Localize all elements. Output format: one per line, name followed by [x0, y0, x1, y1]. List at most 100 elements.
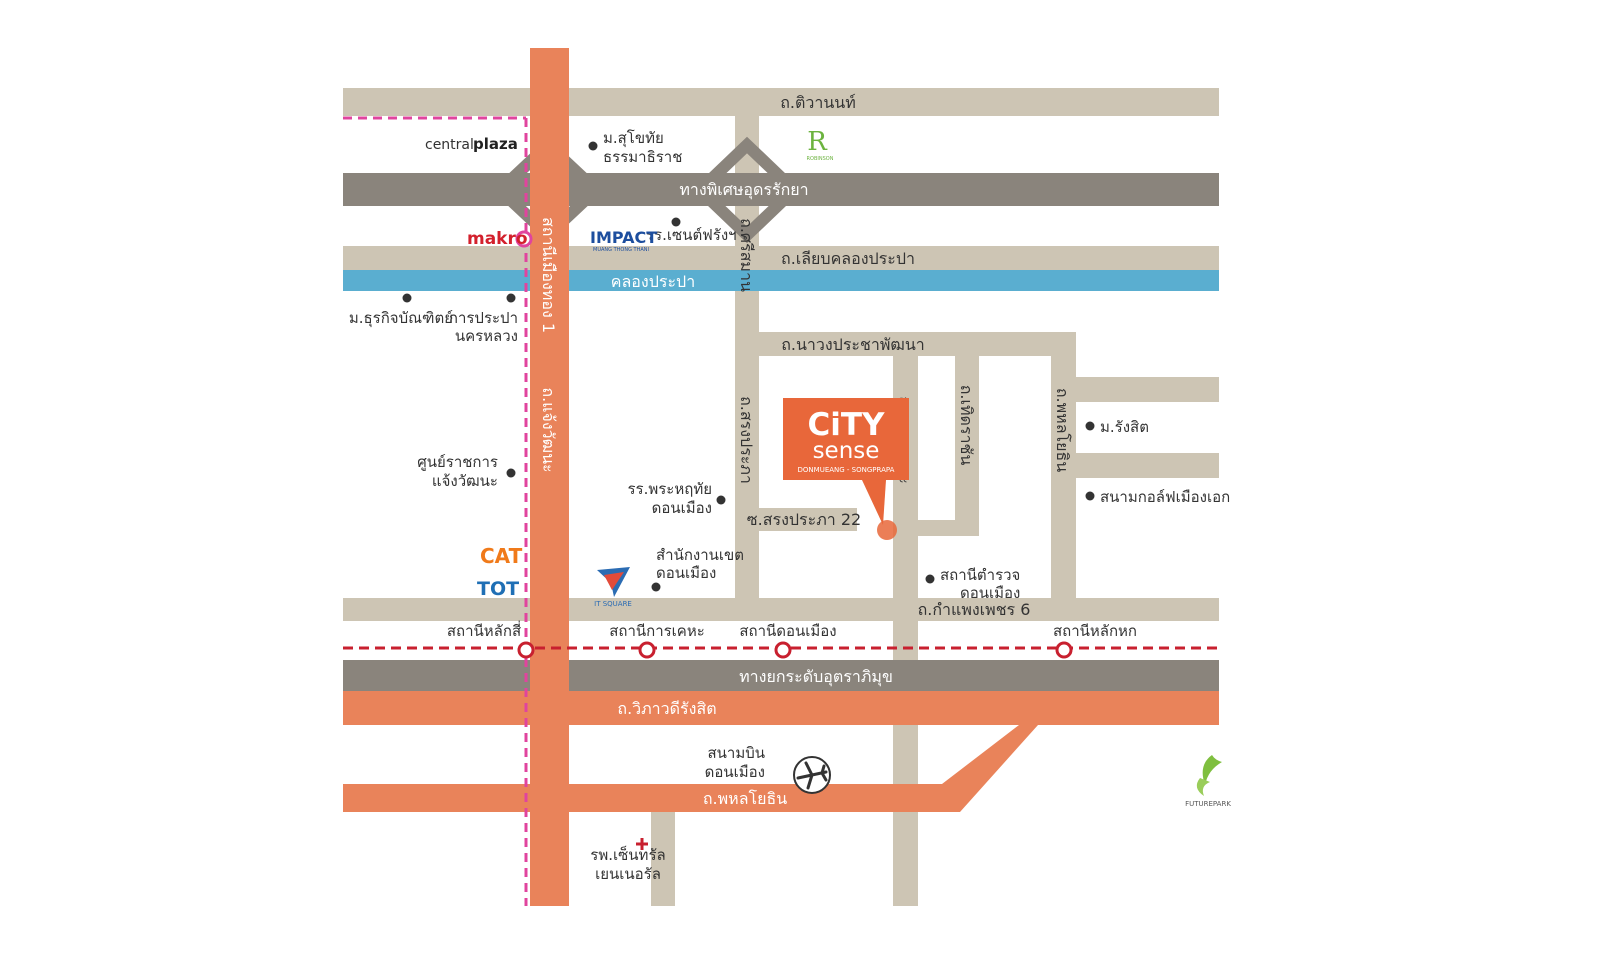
impact-logo-text: IMPACT — [590, 228, 657, 247]
label-canal: คลองประปา — [611, 272, 695, 291]
robinson-logo-text: R — [807, 127, 828, 157]
label-gov-center-2: แจ้งวัฒนะ — [432, 472, 498, 490]
label-tollway: ทางยกระดับอุตราภิมุข — [739, 667, 893, 687]
label-hospital-2: เยนเนอรัล — [595, 865, 661, 883]
label-golf: สนามกอล์ฟเมืองเอก — [1100, 488, 1230, 506]
label-tiwanon: ถ.ติวานนท์ — [780, 93, 856, 112]
label-district-2: ดอนเมือง — [656, 564, 716, 582]
dot-icon — [925, 574, 935, 584]
label-school-2: ดอนเมือง — [652, 499, 712, 517]
label-sukhothai-2: ธรรมาธิราช — [603, 148, 682, 166]
label-police-1: สถานีตำรวจ — [940, 566, 1020, 584]
label-udon-expressway: ทางพิเศษอุดรรักยา — [679, 180, 808, 200]
project-name-top: CiTY — [808, 407, 886, 443]
futurepark-logo-text: FUTUREPARK — [1185, 800, 1231, 808]
label-liap-khlong: ถ.เลียบคลองประปา — [781, 249, 915, 268]
station-ring-icon — [638, 641, 656, 659]
makro-logo: makro — [467, 229, 528, 249]
station-ring-icon — [515, 230, 533, 248]
it-square-logo-text: IT SQUARE — [594, 600, 632, 608]
label-school-1: รร.พระหฤทัย — [627, 480, 712, 498]
road-liap-khlong — [343, 246, 1219, 270]
central-plaza-logo-text-a: central — [425, 137, 474, 153]
canal-prapa — [343, 270, 1219, 291]
label-hospital-1: รพ.เซ็นทรัล — [590, 845, 665, 864]
road-right-spur-lower — [1076, 453, 1219, 478]
label-phahonyothin: ถ.พหลโยธิน — [703, 789, 787, 808]
label-station-lak-si: สถานีหลักสี่ — [447, 620, 521, 640]
station-ring-icon — [517, 641, 535, 659]
label-kamphaeng-phet: ถ.กำแพงเพชร 6 — [918, 600, 1031, 619]
dot-icon — [506, 293, 516, 303]
road-kamphaeng-phet — [343, 598, 1219, 621]
label-dhurakij: ม.ธุรกิจบัณฑิตย์ — [349, 309, 453, 328]
project-location-dot — [877, 520, 897, 540]
expressways — [343, 136, 1219, 691]
stations — [515, 230, 1073, 659]
label-gov-center-1: ศูนย์ราชการ — [417, 453, 498, 471]
label-st-francis: รร.เซนต์ฟรังฯ — [646, 226, 737, 244]
label-airport-1: สนามบิน — [708, 744, 766, 762]
dot-icon — [716, 495, 726, 505]
label-mwa-1: การประปา — [449, 309, 518, 327]
project-tagline: DONMUEANG - SONGPRAPA — [798, 466, 895, 474]
road-tiwanon — [343, 88, 1219, 116]
road-right-spur-upper — [1076, 377, 1219, 402]
project-marker: CiTY sense DONMUEANG - SONGPRAPA — [783, 398, 909, 540]
station-ring-icon — [774, 641, 792, 659]
project-marker-pointer — [862, 480, 886, 525]
label-rangsit-uni: ม.รังสิต — [1100, 418, 1149, 436]
road-tollway — [343, 660, 1219, 691]
label-chang-wattana: ถ.แจ้งวัฒนะ — [539, 387, 558, 472]
road-thet-raja-loop — [918, 356, 979, 536]
dot-icon — [506, 468, 516, 478]
label-soi-songprapa: ซ.สรงประภา 22 — [747, 510, 861, 529]
label-sri-samarn: ถ.ศรีสมาน — [737, 218, 756, 292]
red-cross-icon — [636, 838, 648, 850]
label-police-2: ดอนเมือง — [960, 584, 1020, 602]
road-phahonyothin — [343, 725, 1038, 812]
road-vibhavadi — [343, 691, 1219, 725]
dot-icon — [402, 293, 412, 303]
main-roads — [343, 48, 1219, 906]
dot-icon — [1085, 491, 1095, 501]
label-phahon-right: ถ.พหลโยธิน — [1053, 388, 1072, 472]
label-thet-raja: ถ.เทิดราชัน — [957, 385, 976, 466]
poi-dots — [402, 141, 1095, 592]
label-district-1: สำนักงานเขต — [656, 546, 744, 564]
tot-logo: TOT — [477, 578, 519, 600]
robinson-logo-sub: ROBINSON — [807, 156, 834, 162]
road-hospital-vertical — [651, 812, 675, 906]
dot-icon — [1085, 421, 1095, 431]
road-nawong — [735, 332, 1076, 356]
futurepark-logo: FUTUREPARK — [1185, 755, 1231, 808]
label-sukhothai-1: ม.สุโขทัย — [603, 129, 664, 148]
road-right-vertical — [1051, 332, 1076, 598]
label-station-don-mueang: สถานีดอนเมือง — [739, 622, 836, 640]
dot-icon — [588, 141, 598, 151]
label-mwa-2: นครหลวง — [455, 327, 518, 345]
label-vibhavadi: ถ.วิภาวดีรังสิต — [617, 699, 716, 718]
station-ring-icon — [1055, 641, 1073, 659]
road-chang-wattana — [530, 48, 569, 906]
project-marker-box — [783, 398, 909, 480]
label-nawong: ถ.นาวงประชาพัฒนา — [781, 335, 925, 354]
central-plaza-logo: central plaza — [425, 135, 518, 153]
label-station-kan-kheha: สถานีการเคหะ — [609, 622, 705, 640]
cat-logo: CAT — [480, 544, 523, 568]
label-muang-thong: สถานีเมืองทอง 1 — [539, 217, 558, 333]
impact-logo: IMPACT MUANG THONG THANI — [590, 228, 657, 253]
dot-icon — [671, 217, 681, 227]
impact-logo-sub: MUANG THONG THANI — [593, 247, 649, 253]
road-udon-expressway — [343, 173, 1219, 206]
central-plaza-logo-text-b: plaza — [473, 135, 518, 153]
robinson-logo: R ROBINSON — [807, 127, 834, 162]
label-songprapa: ถ.สรงประภา — [737, 396, 756, 484]
label-airport-2: ดอนเมือง — [705, 763, 765, 781]
airplane-icon — [793, 756, 831, 794]
project-name-bottom: sense — [813, 438, 880, 464]
it-square-logo: IT SQUARE — [594, 567, 632, 608]
dot-icon — [651, 582, 661, 592]
label-station-lak-hok: สถานีหลักหก — [1053, 622, 1137, 640]
